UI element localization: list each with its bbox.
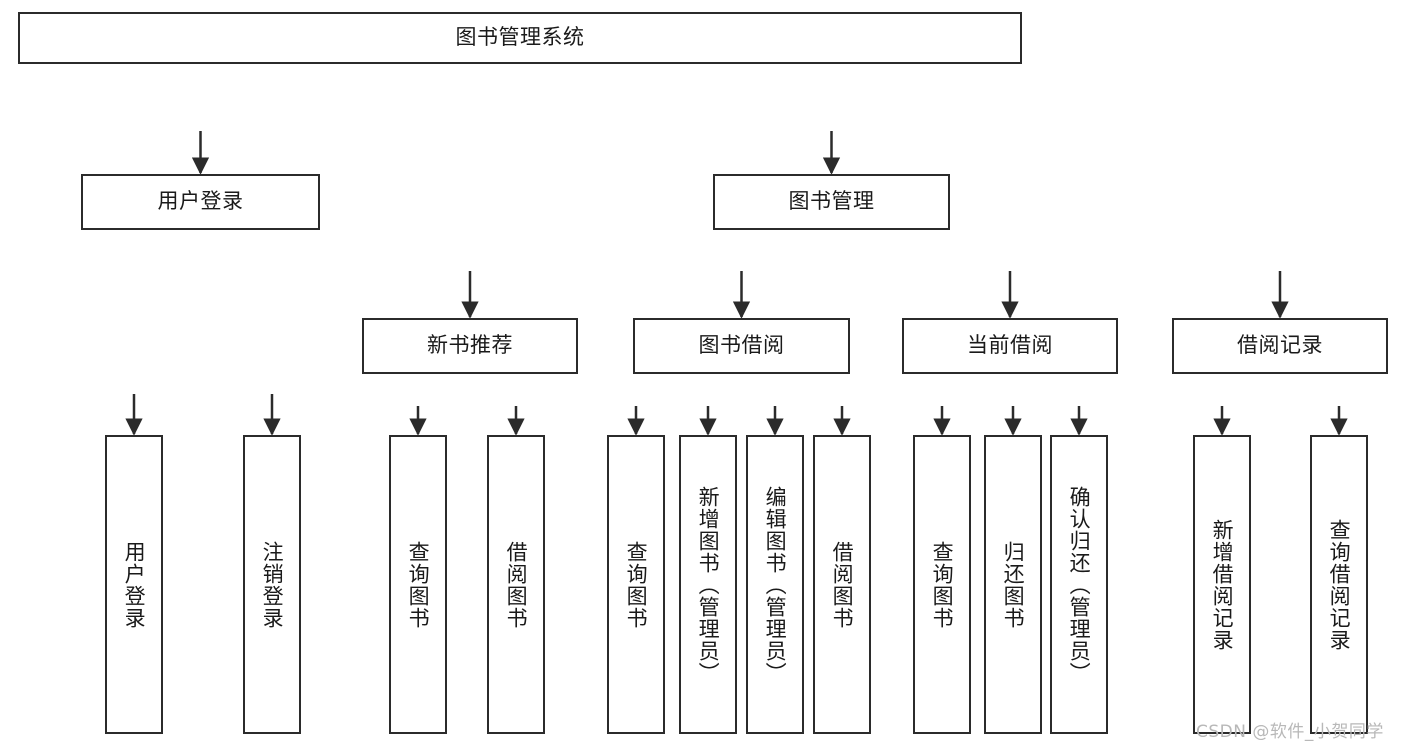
- leaf-borrow-book[interactable]: 借阅图书: [813, 435, 871, 734]
- node-borrow-record[interactable]: 借阅记录: [1172, 318, 1388, 374]
- leaf-logout-login[interactable]: 注销登录: [243, 435, 301, 734]
- leaf-add-book-admin[interactable]: 新增图书（管理员）: [679, 435, 737, 734]
- leaf-query-borrow-record[interactable]: 查询借阅记录: [1310, 435, 1368, 734]
- leaf-query-book-current[interactable]: 查询图书: [913, 435, 971, 734]
- leaf-query-book-borrow[interactable]: 查询图书: [607, 435, 665, 734]
- node-book-borrow[interactable]: 图书借阅: [633, 318, 850, 374]
- node-new-book-recommend[interactable]: 新书推荐: [362, 318, 578, 374]
- leaf-query-book-recommend[interactable]: 查询图书: [389, 435, 447, 734]
- leaf-borrow-book-recommend[interactable]: 借阅图书: [487, 435, 545, 734]
- leaf-user-login[interactable]: 用户登录: [105, 435, 163, 734]
- node-user-login[interactable]: 用户登录: [81, 174, 320, 230]
- node-root[interactable]: 图书管理系统: [18, 12, 1022, 64]
- leaf-add-borrow-record[interactable]: 新增借阅记录: [1193, 435, 1251, 734]
- leaf-return-book[interactable]: 归还图书: [984, 435, 1042, 734]
- leaf-confirm-return-admin[interactable]: 确认归还（管理员）: [1050, 435, 1108, 734]
- node-current-borrow[interactable]: 当前借阅: [902, 318, 1118, 374]
- node-book-management[interactable]: 图书管理: [713, 174, 950, 230]
- csdn-watermark: CSDN @软件_小贺同学: [1196, 722, 1384, 742]
- leaf-edit-book-admin[interactable]: 编辑图书（管理员）: [746, 435, 804, 734]
